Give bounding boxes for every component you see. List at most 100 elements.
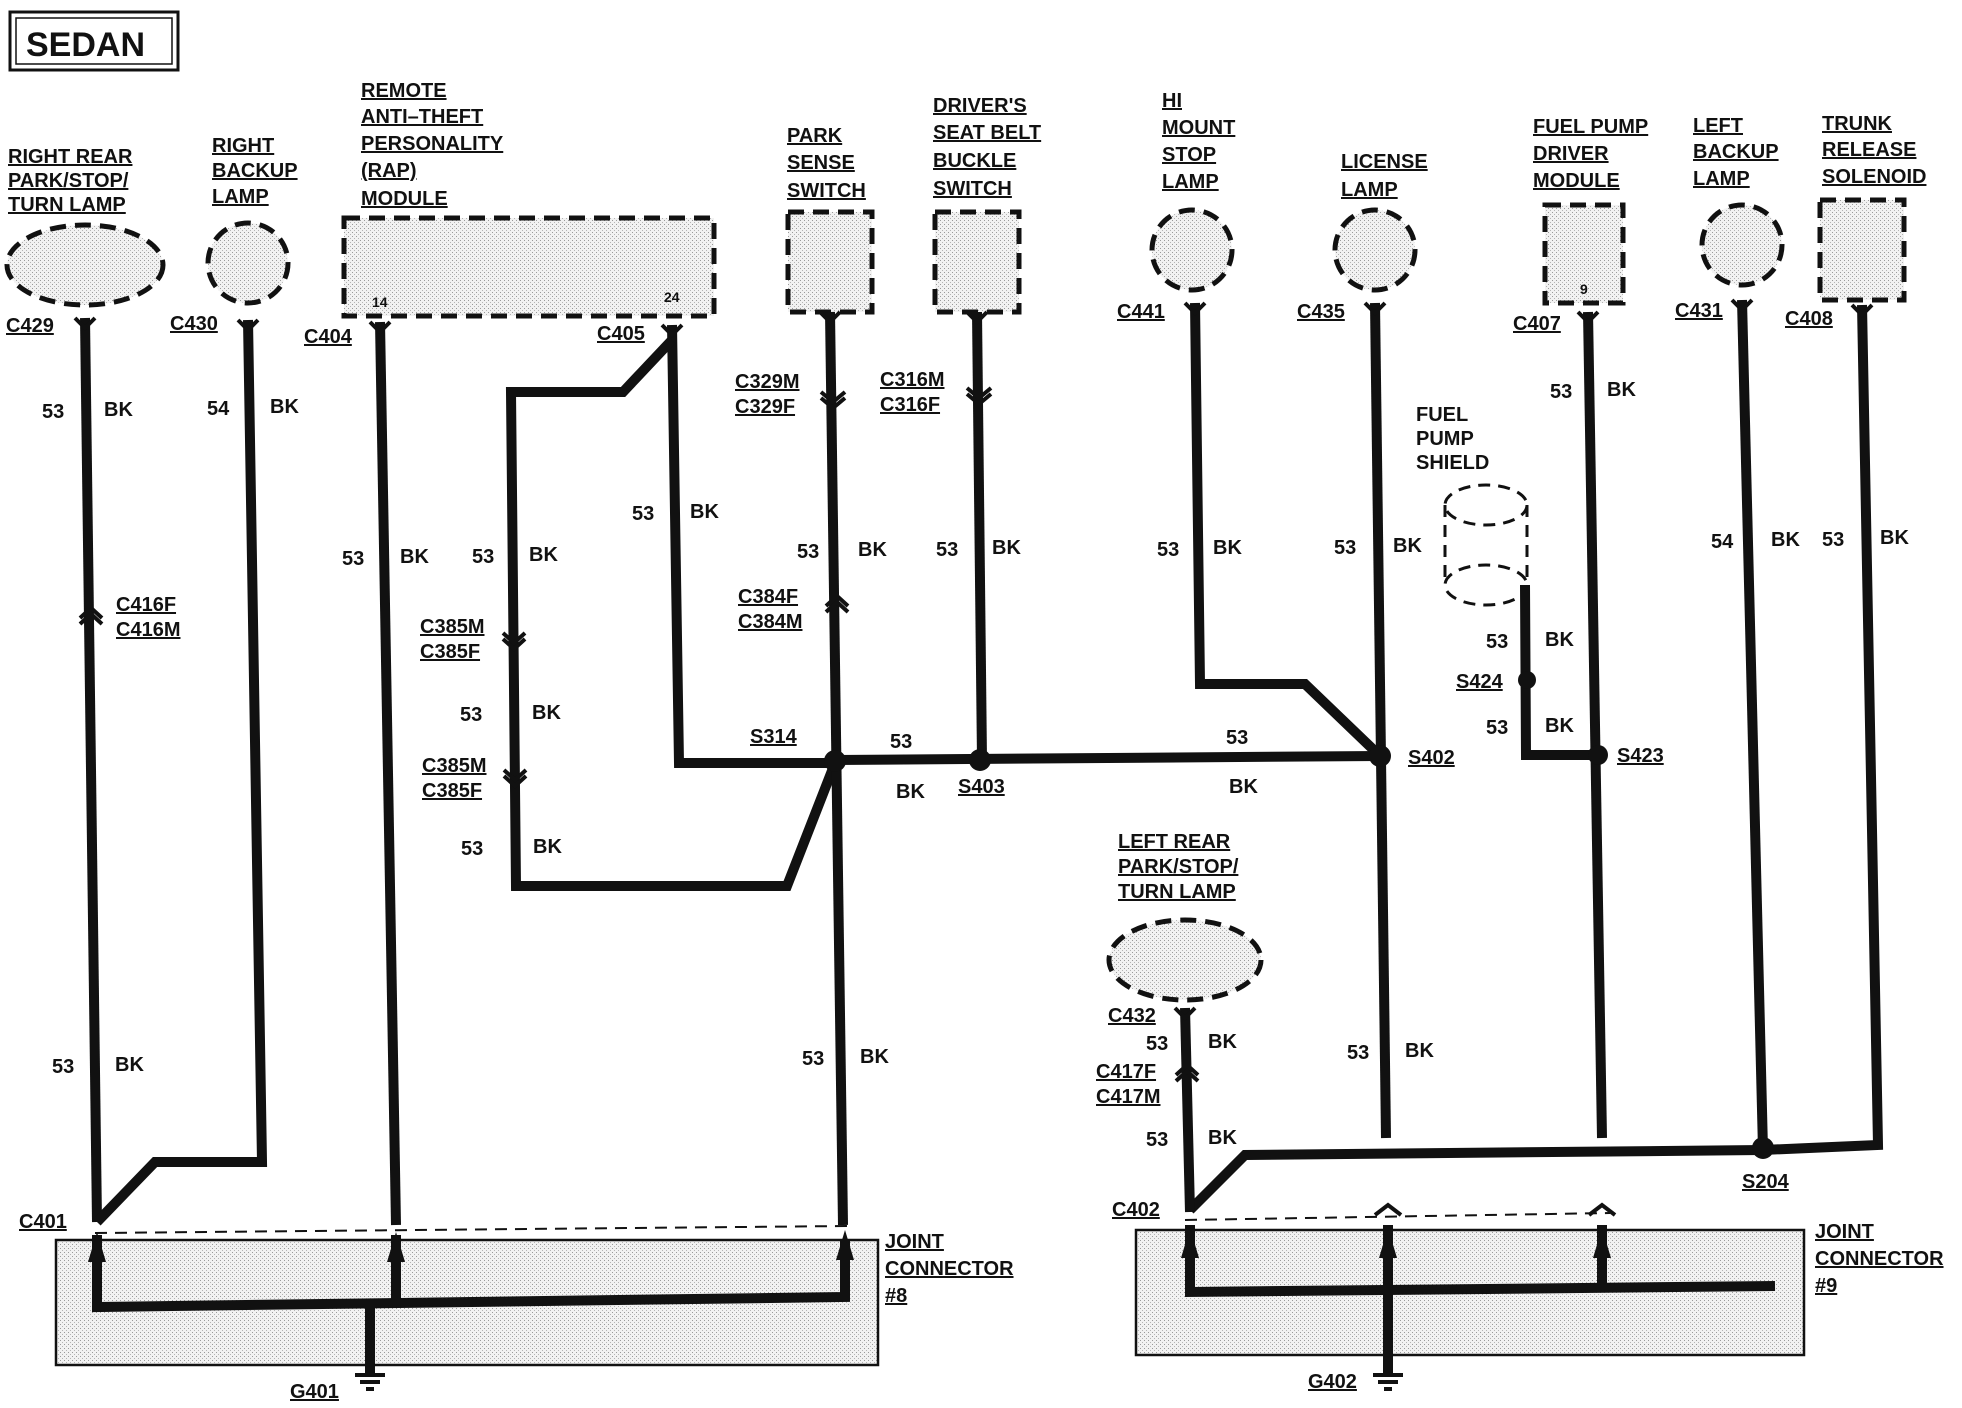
svg-text:C385F: C385F	[422, 780, 482, 802]
svg-text:S424: S424	[1456, 671, 1504, 693]
svg-text:BK: BK	[529, 544, 558, 566]
svg-text:CONNECTOR: CONNECTOR	[1815, 1248, 1944, 1270]
svg-text:53: 53	[1146, 1033, 1168, 1055]
svg-text:JOINT: JOINT	[1815, 1221, 1874, 1243]
svg-text:SEDAN: SEDAN	[26, 26, 145, 64]
svg-text:SWITCH: SWITCH	[787, 180, 866, 202]
svg-text:BK: BK	[992, 537, 1021, 559]
svg-text:BK: BK	[1405, 1040, 1434, 1062]
svg-text:RIGHT REAR: RIGHT REAR	[8, 146, 133, 168]
svg-text:53: 53	[890, 731, 912, 753]
svg-text:53: 53	[1550, 381, 1572, 403]
svg-text:PARK: PARK	[787, 125, 843, 147]
svg-text:C404: C404	[304, 326, 353, 348]
svg-text:C316F: C316F	[880, 394, 940, 416]
svg-text:REMOTE: REMOTE	[361, 80, 447, 102]
license-lamp: LICENSE LAMP	[1332, 151, 1428, 293]
svg-text:LICENSE: LICENSE	[1341, 151, 1428, 173]
svg-text:53: 53	[1347, 1042, 1369, 1064]
svg-text:C384M: C384M	[738, 611, 802, 633]
svg-text:24: 24	[664, 289, 680, 305]
svg-text:BK: BK	[1545, 715, 1574, 737]
svg-text:MOUNT: MOUNT	[1162, 117, 1235, 139]
svg-text:TRUNK: TRUNK	[1822, 113, 1893, 135]
svg-text:C416F: C416F	[116, 594, 176, 616]
fuel-pump-driver-module: FUEL PUMP DRIVER MODULE 9	[1533, 116, 1648, 306]
svg-text:BK: BK	[1208, 1127, 1237, 1149]
svg-text:LAMP: LAMP	[212, 186, 269, 208]
svg-text:LAMP: LAMP	[1341, 179, 1398, 201]
svg-text:S423: S423	[1617, 745, 1664, 767]
svg-text:G402: G402	[1308, 1371, 1357, 1393]
svg-text:C405: C405	[597, 323, 645, 345]
svg-text:C316M: C316M	[880, 369, 944, 391]
svg-text:C407: C407	[1513, 313, 1561, 335]
svg-text:#9: #9	[1815, 1275, 1837, 1297]
svg-text:C385M: C385M	[422, 755, 486, 777]
ground-g401: G401	[290, 1373, 385, 1403]
svg-text:BACKUP: BACKUP	[212, 160, 298, 182]
svg-text:FUEL: FUEL	[1416, 404, 1468, 426]
joint-connector-8: JOINT CONNECTOR #8	[54, 1225, 1014, 1367]
svg-text:SENSE: SENSE	[787, 152, 855, 174]
svg-text:53: 53	[1486, 717, 1508, 739]
svg-text:C408: C408	[1785, 308, 1833, 330]
svg-text:C417F: C417F	[1096, 1061, 1156, 1083]
svg-text:BK: BK	[1545, 629, 1574, 651]
svg-text:BK: BK	[1393, 535, 1422, 557]
trunk-release-solenoid: TRUNK RELEASE SOLENOID	[1817, 113, 1926, 303]
svg-text:BK: BK	[270, 396, 299, 418]
rap-module: REMOTE ANTI–THEFT PERSONALITY (RAP) MODU…	[341, 80, 717, 319]
svg-text:54: 54	[1711, 531, 1734, 553]
svg-text:9: 9	[1580, 281, 1588, 297]
svg-text:14: 14	[372, 294, 388, 310]
left-backup-lamp: LEFT BACKUP LAMP	[1693, 115, 1785, 288]
svg-text:BK: BK	[896, 781, 925, 803]
svg-text:S402: S402	[1408, 747, 1455, 769]
hi-mount-stop-lamp: HI MOUNT STOP LAMP	[1149, 90, 1235, 293]
svg-text:53: 53	[1822, 529, 1844, 551]
left-rear-lamp: LEFT REAR PARK/STOP/ TURN LAMP	[1106, 831, 1264, 1003]
svg-text:#8: #8	[885, 1285, 907, 1307]
svg-text:TURN LAMP: TURN LAMP	[1118, 881, 1236, 903]
svg-text:53: 53	[472, 546, 494, 568]
svg-text:S314: S314	[750, 726, 798, 748]
svg-text:53: 53	[1146, 1129, 1168, 1151]
svg-text:BK: BK	[1213, 537, 1242, 559]
svg-text:BUCKLE: BUCKLE	[933, 150, 1016, 172]
splice-dots	[824, 671, 1774, 1159]
svg-text:C432: C432	[1108, 1005, 1156, 1027]
svg-text:53: 53	[460, 704, 482, 726]
svg-text:C385F: C385F	[420, 641, 480, 663]
svg-text:BK: BK	[1229, 776, 1258, 798]
svg-text:BK: BK	[1208, 1031, 1237, 1053]
svg-text:LEFT REAR: LEFT REAR	[1118, 831, 1231, 853]
svg-text:S403: S403	[958, 776, 1005, 798]
diagram-title: SEDAN	[8, 10, 180, 72]
svg-text:RIGHT: RIGHT	[212, 135, 274, 157]
connector-symbols	[73, 298, 1874, 1083]
svg-text:53: 53	[1157, 539, 1179, 561]
svg-text:RELEASE: RELEASE	[1822, 139, 1916, 161]
svg-text:BK: BK	[533, 836, 562, 858]
svg-text:DRIVER: DRIVER	[1533, 143, 1609, 165]
svg-text:C431: C431	[1675, 300, 1723, 322]
svg-text:C429: C429	[6, 315, 54, 337]
seat-belt-switch: DRIVER'S SEAT BELT BUCKLE SWITCH	[932, 95, 1041, 315]
svg-text:53: 53	[342, 548, 364, 570]
svg-text:BK: BK	[690, 501, 719, 523]
svg-text:SWITCH: SWITCH	[933, 178, 1012, 200]
svg-text:53: 53	[52, 1056, 74, 1078]
svg-text:C384F: C384F	[738, 586, 798, 608]
svg-text:JOINT: JOINT	[885, 1231, 944, 1253]
svg-text:MODULE: MODULE	[361, 188, 448, 210]
svg-text:PARK/STOP/: PARK/STOP/	[1118, 856, 1239, 878]
svg-text:53: 53	[1334, 537, 1356, 559]
ground-g402: G402	[1308, 1371, 1403, 1393]
svg-text:BK: BK	[532, 702, 561, 724]
svg-text:FUEL PUMP: FUEL PUMP	[1533, 116, 1648, 138]
svg-text:BK: BK	[1607, 379, 1636, 401]
svg-text:STOP: STOP	[1162, 144, 1216, 166]
